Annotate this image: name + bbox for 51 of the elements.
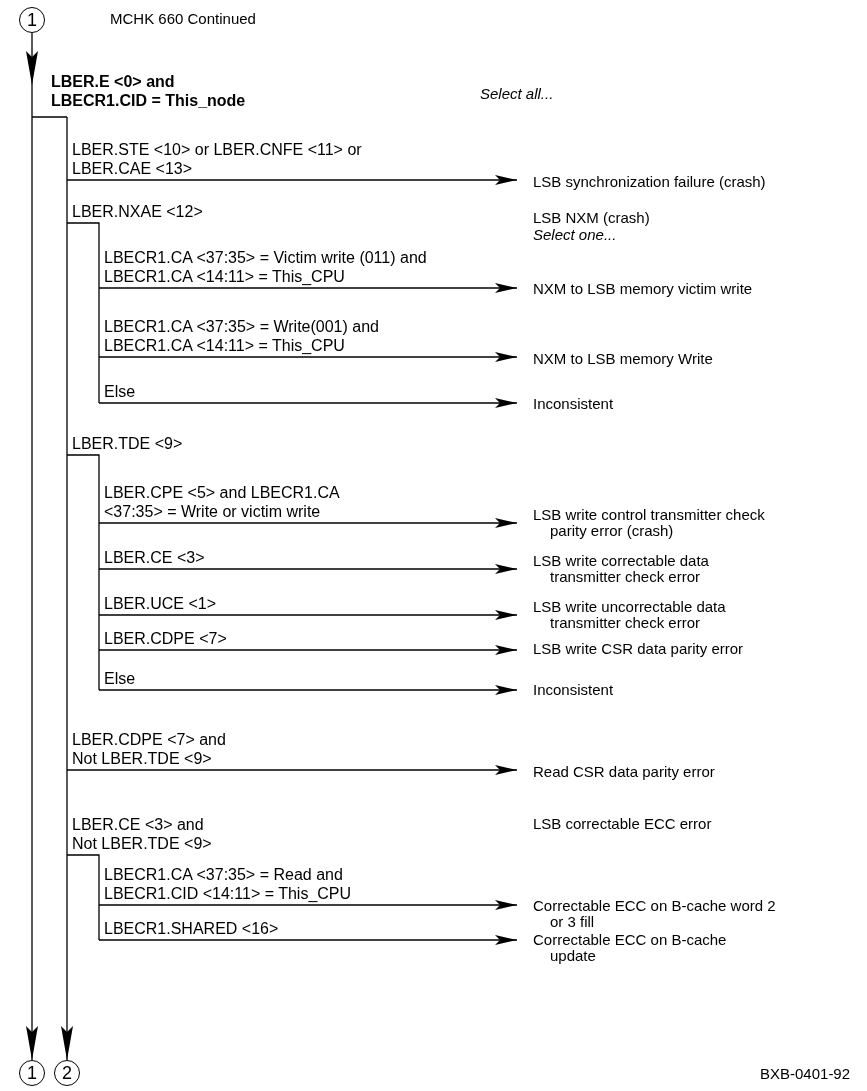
arrow [98,685,518,695]
condition-text: LBER.CDPE <7> [99,629,227,650]
condition-text: LBECR1.CA <37:35> = Read and LBECR1.CID <14:11> = This_CPU [99,865,404,905]
condition-text: LBER.TDE <9> [67,434,183,455]
arrow [61,116,73,1061]
diagram-title: MCHK 660 Continued [110,10,256,27]
arrow [98,645,518,655]
condition-text: LBER.CDPE <7> and Not LBER.TDE <9> [67,730,232,770]
note-text: Select all... [480,86,554,102]
condition-text: LBER.CE <3> and Not LBER.TDE <9> [67,815,232,855]
result-text: Correctable ECC on B-cache word 2 or 3 fill [517,898,786,930]
condition-text: LBECR1.CA <37:35> = Write(001) and LBECR1.CA <14:11> = This_CPU [99,317,434,357]
arrow [98,564,518,574]
condition-text: LBER.CPE <5> and LBECR1.CA <37:35> = Write or victim write [99,483,364,523]
arrow [98,398,518,408]
arrow [98,283,518,293]
result-text: Inconsistent [517,396,850,412]
result-text: LSB write correctable data transmitter check error [517,553,765,585]
condition-text: LBECR1.SHARED <16> [99,919,279,940]
result-text: Inconsistent [517,682,850,698]
result-text: NXM to LSB memory victim write [517,281,850,297]
note-text: Select one... [533,227,617,243]
result-text: NXM to LSB memory Write [517,351,850,367]
result-text: Read CSR data parity error [517,764,850,780]
connector-circle: 2 [54,1060,80,1086]
arrow [98,935,518,945]
outcome-text: LSB correctable ECC error [533,816,712,832]
result-text: LSB write CSR data parity error [517,641,850,657]
condition-text: LBER.NXAE <12> [67,202,203,223]
figure-number: BXB-0401-92 [760,1066,851,1082]
result-text: LSB write uncorrectable data transmitter check error [517,599,765,631]
result-text: Correctable ECC on B-cache update [517,932,765,964]
arrow [26,32,38,1061]
result-text: LSB write control transmitter check parity error (crash) [517,507,765,539]
arrow [66,765,518,775]
arrow [66,175,518,185]
arrow [98,352,518,362]
condition-text: Else [99,669,136,690]
result-text: LSB synchronization failure (crash) [517,174,867,190]
condition-text: LBECR1.CA <37:35> = Victim write (011) and LBECR1.CA <14:11> = This_CPU [99,248,434,288]
arrow [98,518,518,528]
condition-text: LBER.CE <3> [99,548,205,569]
heading-condition: LBER.E <0> and LBECR1.CID = This_node [46,72,351,117]
condition-text: Else [99,382,136,403]
arrow [98,900,518,910]
connector-circle: 1 [19,1060,45,1086]
outcome-text: LSB NXM (crash) [533,210,650,226]
connector-circle: 1 [19,7,45,33]
arrow [98,610,518,620]
condition-text: LBER.STE <10> or LBER.CNFE <11> or LBER.CAE <13> [67,140,372,180]
condition-text: LBER.UCE <1> [99,594,217,615]
